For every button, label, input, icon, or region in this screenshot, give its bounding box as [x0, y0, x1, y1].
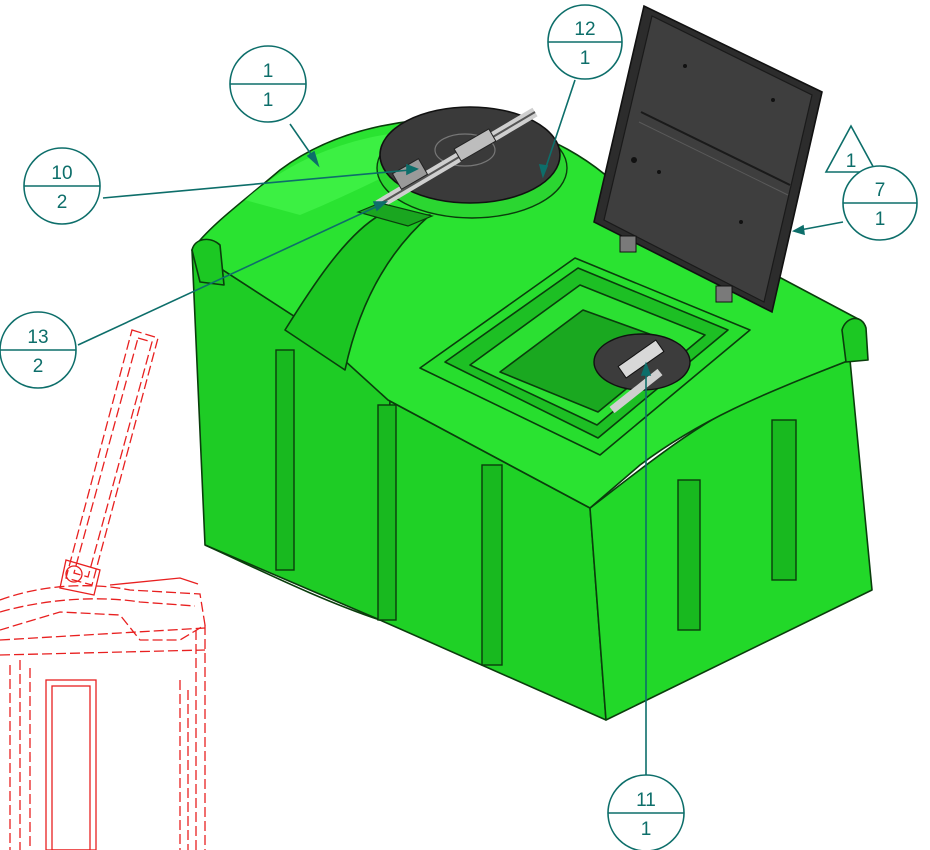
balloon-item-number: 10 — [51, 163, 72, 184]
balloon-1: 11 — [229, 45, 307, 123]
balloon-7: 71 — [842, 165, 918, 241]
tank-ribs — [275, 349, 797, 666]
manhole-cover — [356, 106, 568, 227]
inner-access-cap — [593, 333, 691, 414]
balloon-quantity: 1 — [641, 819, 652, 840]
balloon-13: 132 — [0, 311, 77, 389]
balloon-quantity: 2 — [57, 192, 68, 213]
inspection-hatch-opening — [419, 257, 751, 456]
balloon-quantity: 1 — [580, 48, 591, 69]
balloon-item-number: 11 — [636, 790, 656, 811]
balloon-quantity: 1 — [875, 209, 886, 230]
leader-lines — [77, 79, 844, 781]
revision-triangle: 1 — [824, 124, 878, 173]
balloon-quantity: 1 — [263, 90, 274, 111]
balloon-item-number: 12 — [574, 19, 595, 40]
revision-label: 1 — [846, 151, 857, 172]
balloon-12: 121 — [547, 4, 623, 80]
balloon-11: 111 — [607, 774, 685, 850]
hinged-lid — [593, 4, 823, 314]
balloon-quantity: 2 — [33, 356, 44, 377]
balloon-item-number: 13 — [27, 327, 48, 348]
balloon-item-number: 1 — [263, 61, 274, 82]
phantom-tank-outline — [0, 329, 206, 850]
balloon-10: 102 — [23, 147, 101, 225]
balloon-item-number: 7 — [875, 180, 886, 201]
